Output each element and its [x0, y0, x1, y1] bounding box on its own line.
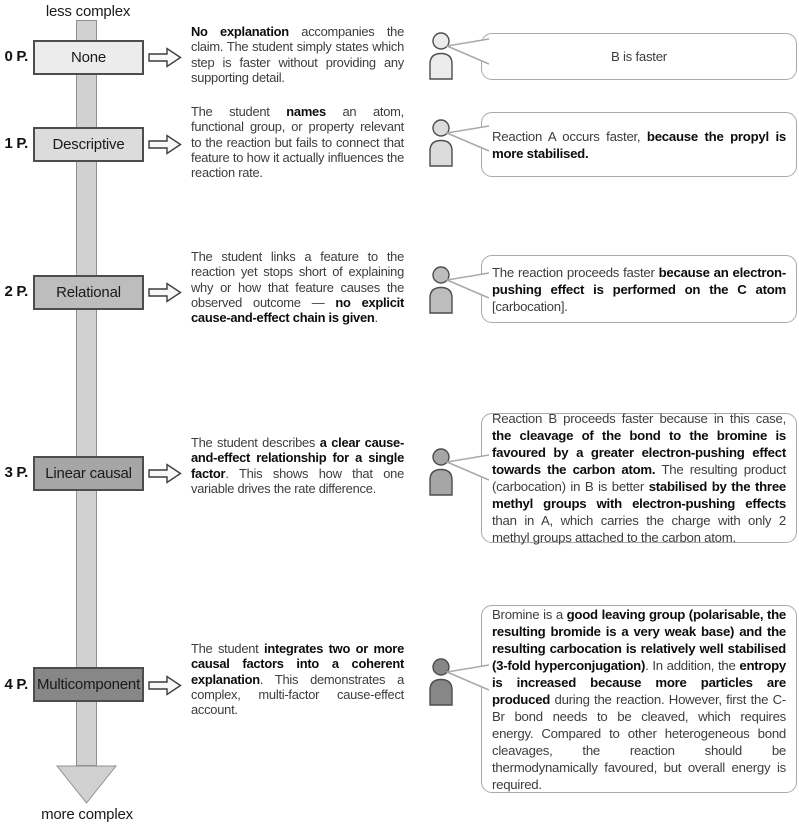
level-3-person-icon: [429, 448, 453, 496]
level-0-points-label: 0 P.: [4, 48, 28, 65]
level-3-bubble-tail: [446, 454, 490, 481]
level-2-bubble-tail: [446, 272, 490, 299]
level-0-bubble-text: B is faster: [611, 49, 667, 64]
level-0-bubble-tail: [446, 38, 490, 65]
level-3-box-label: Linear causal: [45, 465, 132, 482]
level-2-bubble-text: The reaction proceeds faster because an …: [492, 264, 786, 314]
level-3-points-label: 3 P.: [4, 464, 28, 481]
complexity-axis-arrowhead-icon: [56, 765, 117, 804]
level-0-description: No explanation accompanies the claim. Th…: [191, 24, 404, 85]
level-1-speech-bubble: Reaction A occurs faster, because the pr…: [481, 112, 797, 177]
level-4-description: The student integrates two or more causa…: [191, 641, 404, 718]
level-3-speech-bubble: Reaction B proceeds faster because in th…: [481, 411, 797, 545]
level-2-arrow-icon: [148, 282, 182, 303]
level-4-box-label: Multicomponent: [36, 676, 141, 693]
level-1-points-label: 1 P.: [4, 135, 28, 152]
level-1-bubble-tail: [446, 125, 490, 152]
level-2-person-icon: [429, 266, 453, 314]
level-4-person-icon: [429, 658, 453, 706]
level-1-box-label: Descriptive: [52, 136, 125, 153]
level-4-arrow-icon: [148, 675, 182, 696]
level-4-points-label: 4 P.: [4, 676, 28, 693]
level-1-arrow-icon: [148, 134, 182, 155]
axis-label-less-complex: less complex: [45, 3, 131, 20]
level-0-person-icon: [429, 32, 453, 80]
level-2-description: The student links a feature to the react…: [191, 249, 405, 326]
level-1-bubble-text: Reaction A occurs faster, because the pr…: [492, 128, 786, 161]
level-1-description: The student names an atom, functional gr…: [191, 104, 404, 181]
level-3-arrow-icon: [148, 463, 182, 484]
level-3-box: Linear causal: [33, 456, 144, 491]
level-0-box: None: [33, 40, 144, 75]
level-0-speech-bubble: B is faster: [481, 33, 797, 80]
level-4-bubble-text: Bromine is a good leaving group (polaris…: [492, 606, 786, 792]
level-1-person-icon: [429, 119, 453, 167]
level-4-speech-bubble: Bromine is a good leaving group (polaris…: [481, 605, 797, 793]
level-4-box: Multicomponent: [33, 667, 144, 702]
level-2-points-label: 2 P.: [4, 283, 28, 300]
level-3-bubble-text: Reaction B proceeds faster because in th…: [492, 411, 786, 545]
level-2-box: Relational: [33, 275, 144, 310]
level-2-speech-bubble: The reaction proceeds faster because an …: [481, 255, 797, 323]
level-0-box-label: None: [70, 49, 107, 66]
level-2-box-label: Relational: [56, 284, 121, 301]
level-1-box: Descriptive: [33, 127, 144, 162]
level-0-arrow-icon: [148, 47, 182, 68]
axis-label-more-complex: more complex: [41, 806, 133, 823]
level-3-description: The student describes a clear cause-and-…: [191, 435, 405, 496]
level-4-bubble-tail: [446, 664, 490, 691]
